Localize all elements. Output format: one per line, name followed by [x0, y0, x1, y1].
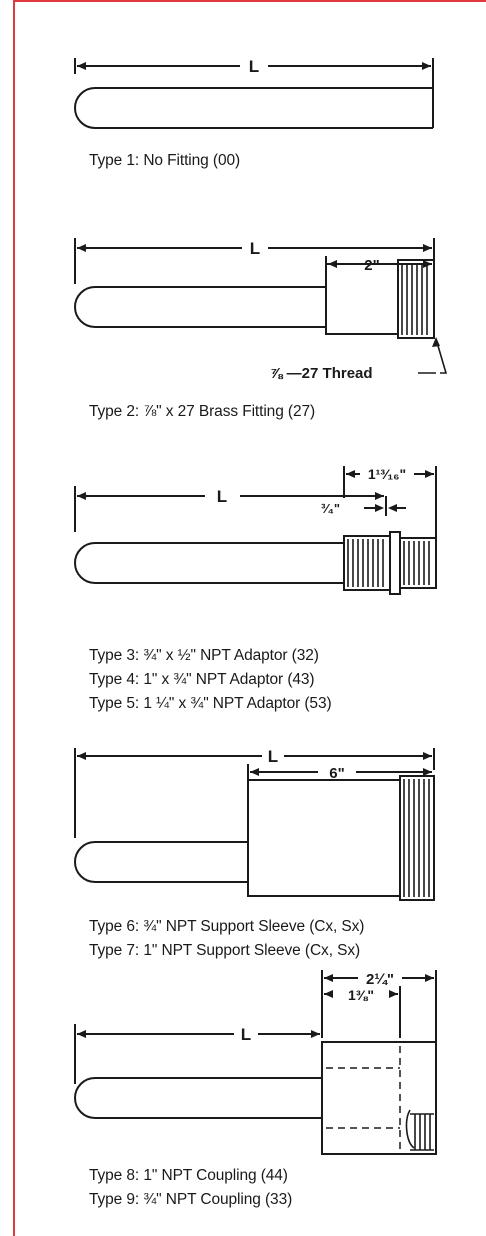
frame-top-border	[13, 0, 486, 2]
inner-dimension-label: 1⅜"	[348, 987, 374, 1003]
sleeve-dimension-label: 6"	[329, 765, 344, 782]
thread-callout: ⅞ —27 Thread	[270, 365, 373, 382]
figure-type-2: L 2" ⅞ —27 Thread Type 2: ⅞" x 27 Brass …	[0, 200, 486, 440]
type-3-drawing: L 1¹³⁄₁₆" ³⁄₄"	[74, 466, 437, 595]
caption-type-9: Type 9: ¾" NPT Coupling (33)	[89, 1191, 293, 1208]
caption-type-5: Type 5: 1 ¼" x ¾" NPT Adaptor (53)	[89, 695, 332, 712]
type-1-drawing: L	[74, 57, 434, 129]
caption-type-7: Type 7: 1" NPT Support Sleeve (Cx, Sx)	[89, 942, 361, 959]
caption-type-8: Type 8: 1" NPT Coupling (44)	[89, 1167, 288, 1184]
caption-type-4: Type 4: 1" x ¾" NPT Adaptor (43)	[89, 671, 315, 688]
frame-left-border	[13, 0, 15, 1236]
type-2-drawing: L 2" ⅞ —27 Thread	[74, 238, 448, 382]
figure-type-3-5: L 1¹³⁄₁₆" ³⁄₄" Type 3: ¾" x ½" NPT Adapt…	[0, 440, 486, 712]
adaptor-dimension-label: 1¹³⁄₁₆"	[368, 466, 406, 482]
length-label: L	[217, 487, 227, 506]
caption-type-3: Type 3: ¾" x ½" NPT Adaptor (32)	[89, 647, 319, 664]
caption-type-2: Type 2: ⅞" x 27 Brass Fitting (27)	[89, 403, 316, 420]
length-label: L	[250, 239, 260, 258]
figure-type-1: L Type 1: No Fitting (00)	[0, 0, 486, 200]
length-label: L	[241, 1025, 251, 1044]
type-6-drawing: L 6"	[74, 747, 435, 901]
figure-type-6-7: L 6" Type 6: ¾" NPT Support Sleeve (Cx, …	[0, 740, 486, 960]
caption-type-1: Type 1: No Fitting (00)	[89, 152, 241, 169]
figure-type-8-9: L 2¼" 1⅜" Type 8: 1" NPT Coupling (44) T…	[0, 960, 486, 1236]
length-label: L	[268, 747, 278, 766]
fitting-dimension-label: 2"	[364, 257, 379, 274]
caption-type-6: Type 6: ¾" NPT Support Sleeve (Cx, Sx)	[89, 918, 365, 935]
length-label: L	[249, 57, 259, 76]
thread-dimension-label: ³⁄₄"	[321, 501, 340, 516]
coupling-dimension-label: 2¼"	[366, 971, 394, 988]
type-8-drawing: L 2¼" 1⅜"	[74, 970, 437, 1155]
